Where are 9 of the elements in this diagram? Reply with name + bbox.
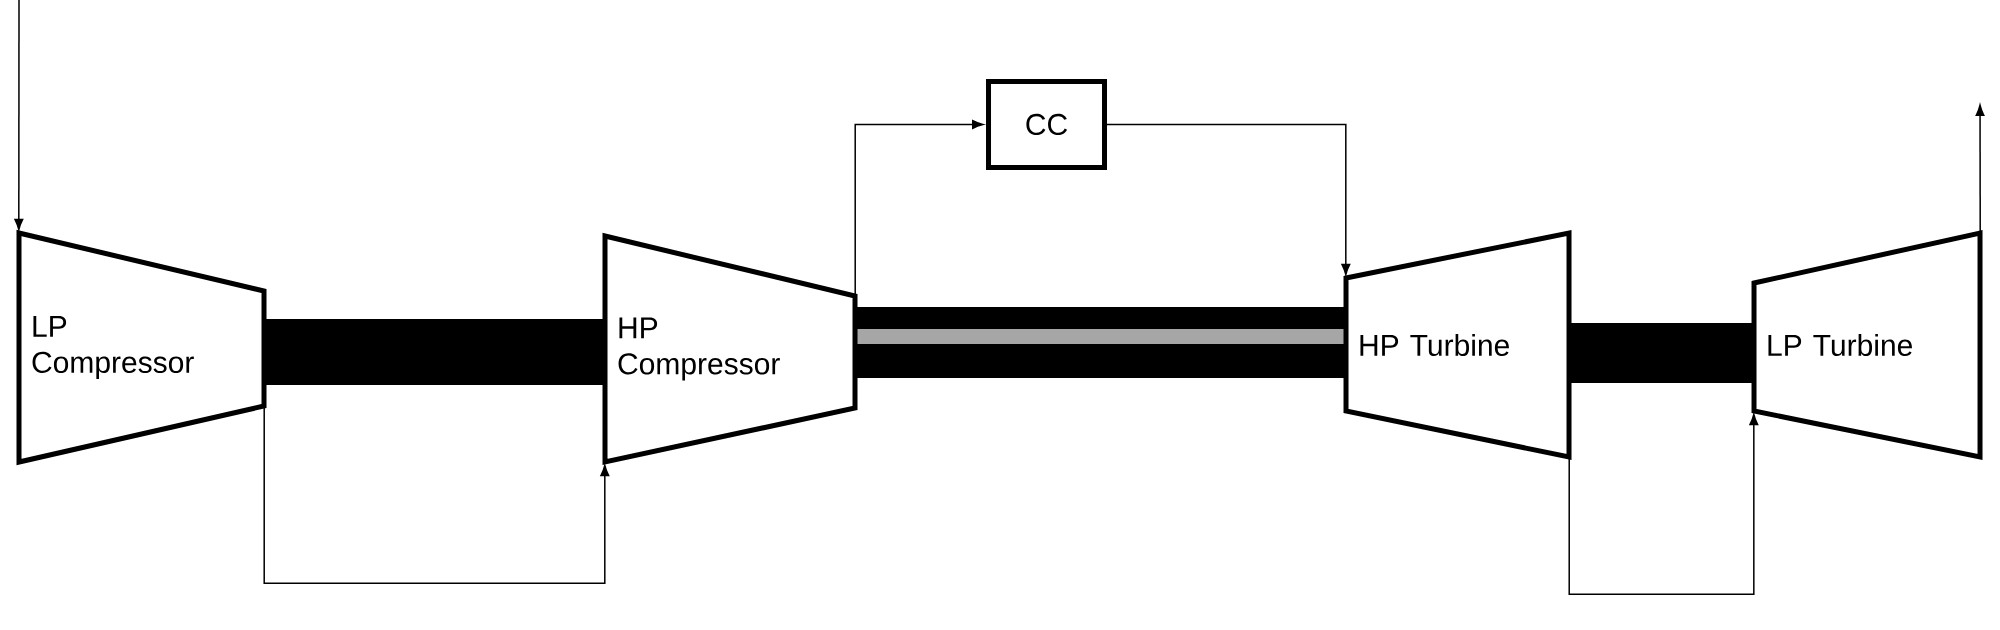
- arrow: [263, 405, 610, 584]
- arrow: [1106, 123, 1351, 276]
- combustion-chamber-box: CC: [986, 79, 1107, 170]
- turbine-drawing: HP Turbine: [1343, 229, 1572, 461]
- arrow: [14, 0, 24, 231]
- turbine-drawing: LP Turbine: [1751, 229, 1983, 461]
- arrow: [1568, 413, 1759, 595]
- arrow: [1975, 104, 1985, 234]
- arrow: [854, 120, 984, 297]
